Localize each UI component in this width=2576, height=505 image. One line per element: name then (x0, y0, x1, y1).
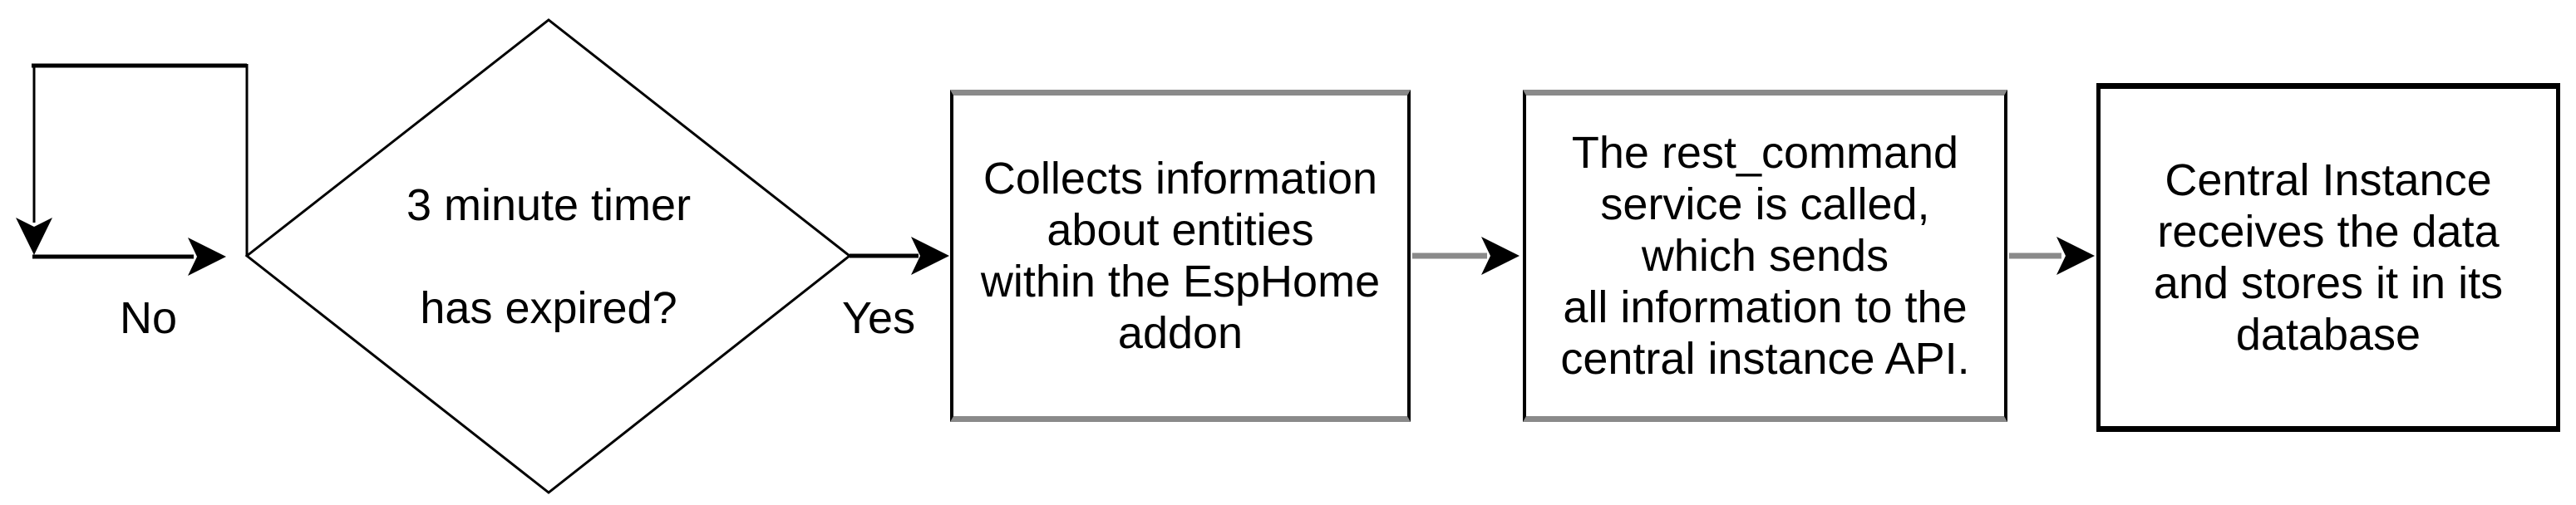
box-text-line: database (2235, 310, 2421, 360)
box-text-line: addon (1117, 308, 1244, 358)
box-text-line: The rest_command (1571, 128, 1959, 178)
process-box-rest-command: The rest_command service is called, whic… (1523, 90, 2007, 422)
no-branch-label: No (120, 293, 178, 343)
yes-arrowhead (911, 237, 949, 275)
box-text-line: which sends (1641, 231, 1889, 281)
process-box-collect-info: Collects information about entities with… (950, 90, 1411, 422)
decision-text: 3 minute timer has expired? (247, 20, 850, 493)
box-text-line: service is called, (1600, 179, 1930, 229)
box-text-line: and stores it in its (2153, 258, 2504, 308)
no-loop-down-arrowhead (16, 218, 52, 255)
decision-text-line-2: has expired? (420, 283, 677, 333)
box-text-line: Collects information (983, 154, 1378, 203)
box-text-line: within the EspHome (980, 257, 1381, 306)
decision-text-line-1: 3 minute timer (406, 180, 692, 230)
arrow-box1-box2-head (1481, 237, 1519, 275)
no-loop-right-arrowhead (188, 238, 226, 276)
box-text-line: all information to the (1563, 282, 1968, 332)
yes-branch-label: Yes (842, 293, 916, 343)
box-text-line: receives the data (2157, 207, 2500, 257)
box-text-line: about entities (1047, 205, 1314, 255)
box-text-line: central instance API. (1560, 334, 1970, 384)
box-text-line: Central Instance (2165, 155, 2492, 205)
arrow-box2-box3-head (2056, 237, 2095, 275)
process-box-central-instance: Central Instance receives the data and s… (2096, 83, 2560, 432)
